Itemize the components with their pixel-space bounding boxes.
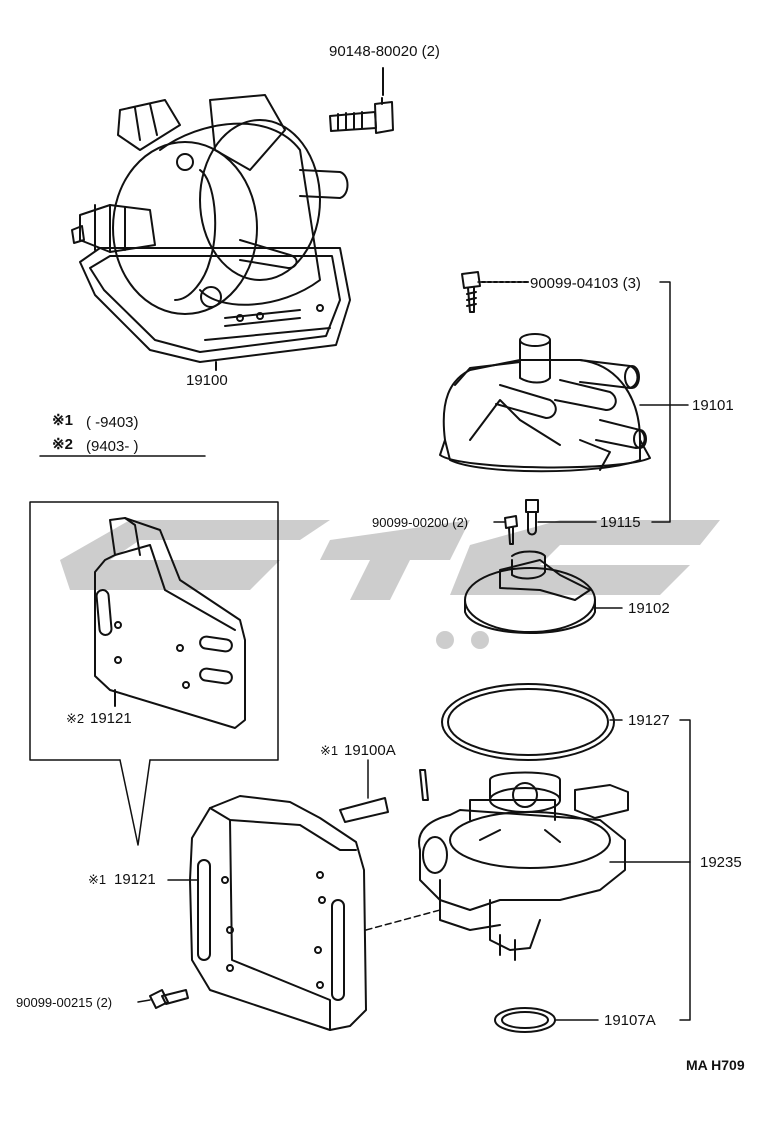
bolt-icon xyxy=(329,67,394,134)
carbon-brush-icon xyxy=(525,499,539,536)
label-plate-inset: 19121 xyxy=(90,710,132,727)
label-screw-bottom: 90099-00215 (2) xyxy=(16,995,113,1010)
label-plate: 19121 xyxy=(114,871,156,888)
label-tag: 19100A xyxy=(344,742,396,759)
label-tag-mark: ※1 xyxy=(320,743,339,758)
label-tag xyxy=(339,759,389,823)
bottom-screw-icon xyxy=(137,989,189,1009)
label-carbon: 19115 xyxy=(600,514,641,531)
label-plate-mark: ※1 xyxy=(88,872,107,887)
label-bolt-top: 90148-80020 (2) xyxy=(329,43,440,60)
leader-lines xyxy=(477,281,691,1021)
gasket-ring xyxy=(441,683,615,761)
diagram-code: MA H709 xyxy=(686,1057,745,1073)
inset-frame xyxy=(29,501,279,846)
note-2-range: (9403- ) xyxy=(86,438,139,455)
watermark-logo xyxy=(60,520,720,649)
note-1-range: ( -9403) xyxy=(86,414,139,431)
inset-bracket-plate xyxy=(94,517,246,729)
label-screw-small: 90099-00200 (2) xyxy=(372,515,469,530)
bracket-plate xyxy=(167,795,441,1031)
label-rotor: 19102 xyxy=(628,600,670,617)
label-housing: 19235 xyxy=(700,854,742,871)
label-cap: 19101 xyxy=(692,397,734,414)
distributor-housing xyxy=(418,769,629,961)
rotor xyxy=(464,550,596,634)
note-2-mark: ※2 xyxy=(52,436,73,453)
note-1-mark: ※1 xyxy=(52,412,73,429)
screw-icon xyxy=(461,271,529,313)
label-gasket: 19127 xyxy=(628,712,670,729)
label-oring: 19107A xyxy=(604,1012,656,1029)
label-plate-inset-mark: ※2 xyxy=(66,711,85,726)
label-screw-cap: 90099-04103 (3) xyxy=(530,275,641,292)
distributor-assembly xyxy=(71,94,351,371)
o-ring xyxy=(494,1007,556,1033)
small-screw-icon xyxy=(504,515,518,545)
label-distributor: 19100 xyxy=(186,372,228,389)
distributor-cap xyxy=(439,333,651,473)
